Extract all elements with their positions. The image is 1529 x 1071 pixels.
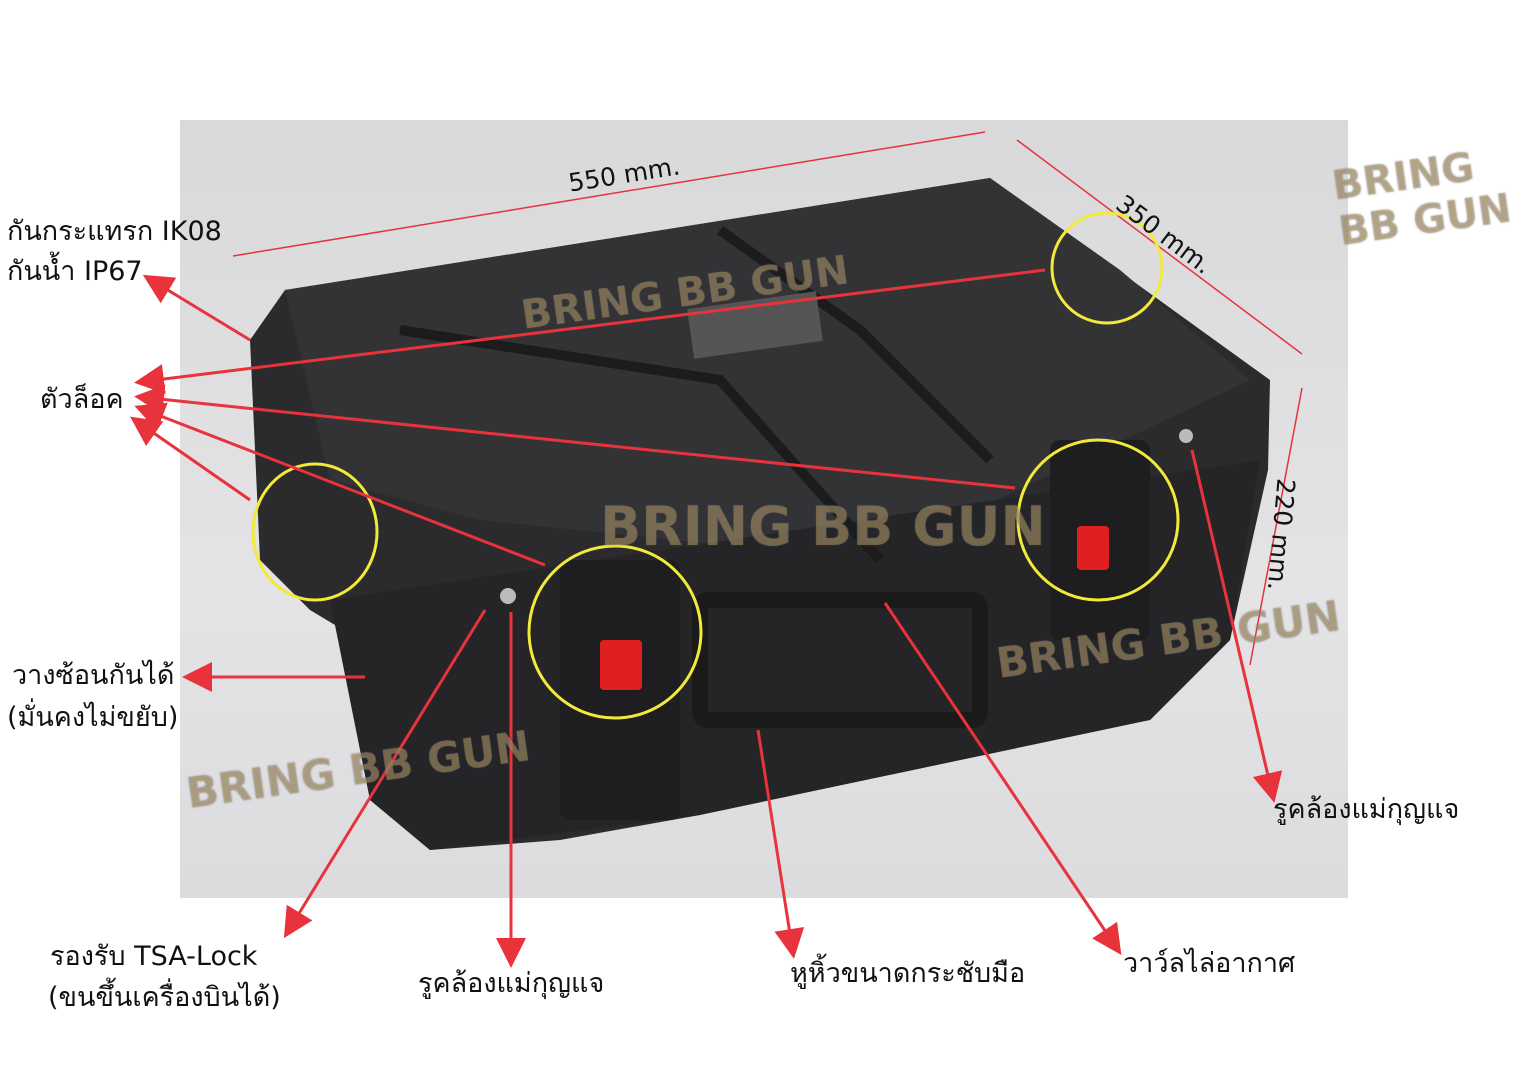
latch-front-right [1050, 440, 1150, 640]
highlight-circles [251, 211, 1180, 720]
handle [692, 592, 988, 728]
latch-button [1077, 526, 1109, 570]
latch-front-left [560, 560, 680, 820]
label-impact: กันกระแทรก IK08 [7, 216, 222, 247]
padlock-hole-left [500, 588, 516, 604]
label-waterproof: กันน้ำ IP67 [7, 256, 143, 287]
latch-button [600, 640, 642, 690]
annotation-arrows [130, 268, 1283, 968]
label-stackable-note: (มั่นคงไม่ขยับ) [7, 702, 179, 733]
padlock-hole-right [1179, 429, 1193, 443]
label-tsa-lock: รองรับ TSA-Lock [50, 941, 258, 972]
label-valve: วาว์ลไล่อากาศ [1123, 948, 1296, 979]
brand-plate [687, 291, 823, 359]
label-stackable: วางซ้อนกันได้ [12, 660, 175, 691]
label-handle: หูหิ้วขนาดกระชับมือ [790, 958, 1026, 989]
dimension-lines [232, 131, 1303, 666]
watermark-logo: BRING BB GUN [600, 495, 1046, 558]
label-latch: ตัวล็อค [40, 384, 124, 415]
label-padlock-left: รูคล้องแม่กุญแจ [418, 968, 605, 999]
label-tsa-note: (ขนขึ้นเครื่องบินได้) [48, 982, 281, 1013]
label-padlock-right: รูคล้องแม่กุญแจ [1273, 794, 1460, 825]
